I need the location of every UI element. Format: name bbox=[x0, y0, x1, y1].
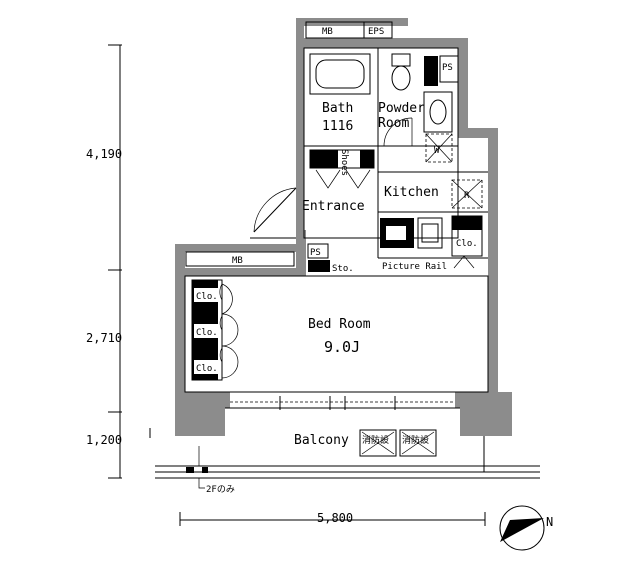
storage-label: Sto. bbox=[332, 264, 354, 274]
bed-room-label: Bed Room bbox=[308, 317, 371, 332]
fridge-label: R bbox=[464, 191, 470, 201]
bath-label: Bath bbox=[322, 101, 353, 116]
eps-label: EPS bbox=[368, 27, 384, 37]
floor-note-label: 2Fのみ bbox=[206, 484, 235, 495]
kitchen-sink-icon bbox=[417, 217, 443, 249]
ps-top-block bbox=[424, 56, 438, 86]
mb-left-box bbox=[185, 251, 295, 267]
closet-1-label: Clo. bbox=[196, 292, 218, 302]
balcony-railing bbox=[149, 428, 540, 489]
dimension-left-upper: 4,190 bbox=[86, 147, 122, 161]
left-dimension-line bbox=[108, 44, 122, 479]
kitchen-closet-label: Clo. bbox=[456, 239, 478, 249]
powder-room-label-2: Room bbox=[378, 116, 409, 131]
balcony-tag-2: 消防設 bbox=[402, 434, 429, 446]
mb-left-label: MB bbox=[232, 256, 243, 266]
picture-rail-label: Picture Rail bbox=[382, 262, 447, 272]
dimension-left-lower: 1,200 bbox=[86, 433, 122, 447]
entrance-label: Entrance bbox=[302, 199, 365, 214]
bed-room-size-label: 9.0J bbox=[324, 338, 360, 356]
ps-top-box bbox=[439, 55, 459, 83]
dimension-left-middle: 2,710 bbox=[86, 331, 122, 345]
kitchen-closet-shelf bbox=[452, 216, 482, 230]
toilet-icon bbox=[391, 53, 411, 91]
dimension-bottom-width: 5,800 bbox=[317, 511, 353, 525]
mb-top-label: MB bbox=[322, 27, 333, 37]
washer-label: W bbox=[434, 146, 440, 156]
stove-icon bbox=[380, 218, 414, 248]
fridge-space bbox=[451, 179, 483, 209]
window-frames bbox=[279, 396, 396, 410]
eps-box bbox=[363, 21, 393, 39]
balcony-hatch-1 bbox=[359, 429, 397, 457]
powder-door-swing bbox=[383, 117, 413, 147]
kitchen-closet-door bbox=[453, 255, 475, 269]
balcony-hatch-2 bbox=[399, 429, 437, 457]
bath-size-label: 1116 bbox=[322, 119, 353, 134]
powder-room-label-1: Powder bbox=[378, 101, 425, 116]
shoes-cabinet bbox=[309, 149, 375, 189]
bathtub-icon bbox=[309, 53, 371, 95]
bottom-dimension-line bbox=[179, 512, 486, 526]
north-label: N bbox=[546, 515, 553, 529]
balcony-label: Balcony bbox=[294, 433, 349, 448]
shoes-label: Shoes bbox=[339, 149, 349, 176]
ps-left-box bbox=[307, 243, 329, 259]
closet-3-label: Clo. bbox=[196, 364, 218, 374]
north-arrow-icon bbox=[499, 505, 545, 551]
kitchen-label: Kitchen bbox=[384, 185, 439, 200]
ps-left-label: PS bbox=[310, 248, 321, 258]
closet-2-label: Clo. bbox=[196, 328, 218, 338]
ps-top-label: PS bbox=[442, 63, 453, 73]
sink-icon bbox=[423, 91, 453, 133]
washer-space bbox=[425, 133, 453, 163]
entrance-door bbox=[250, 187, 297, 239]
storage-block bbox=[308, 260, 330, 272]
balcony-tag-1: 消防設 bbox=[362, 434, 389, 446]
